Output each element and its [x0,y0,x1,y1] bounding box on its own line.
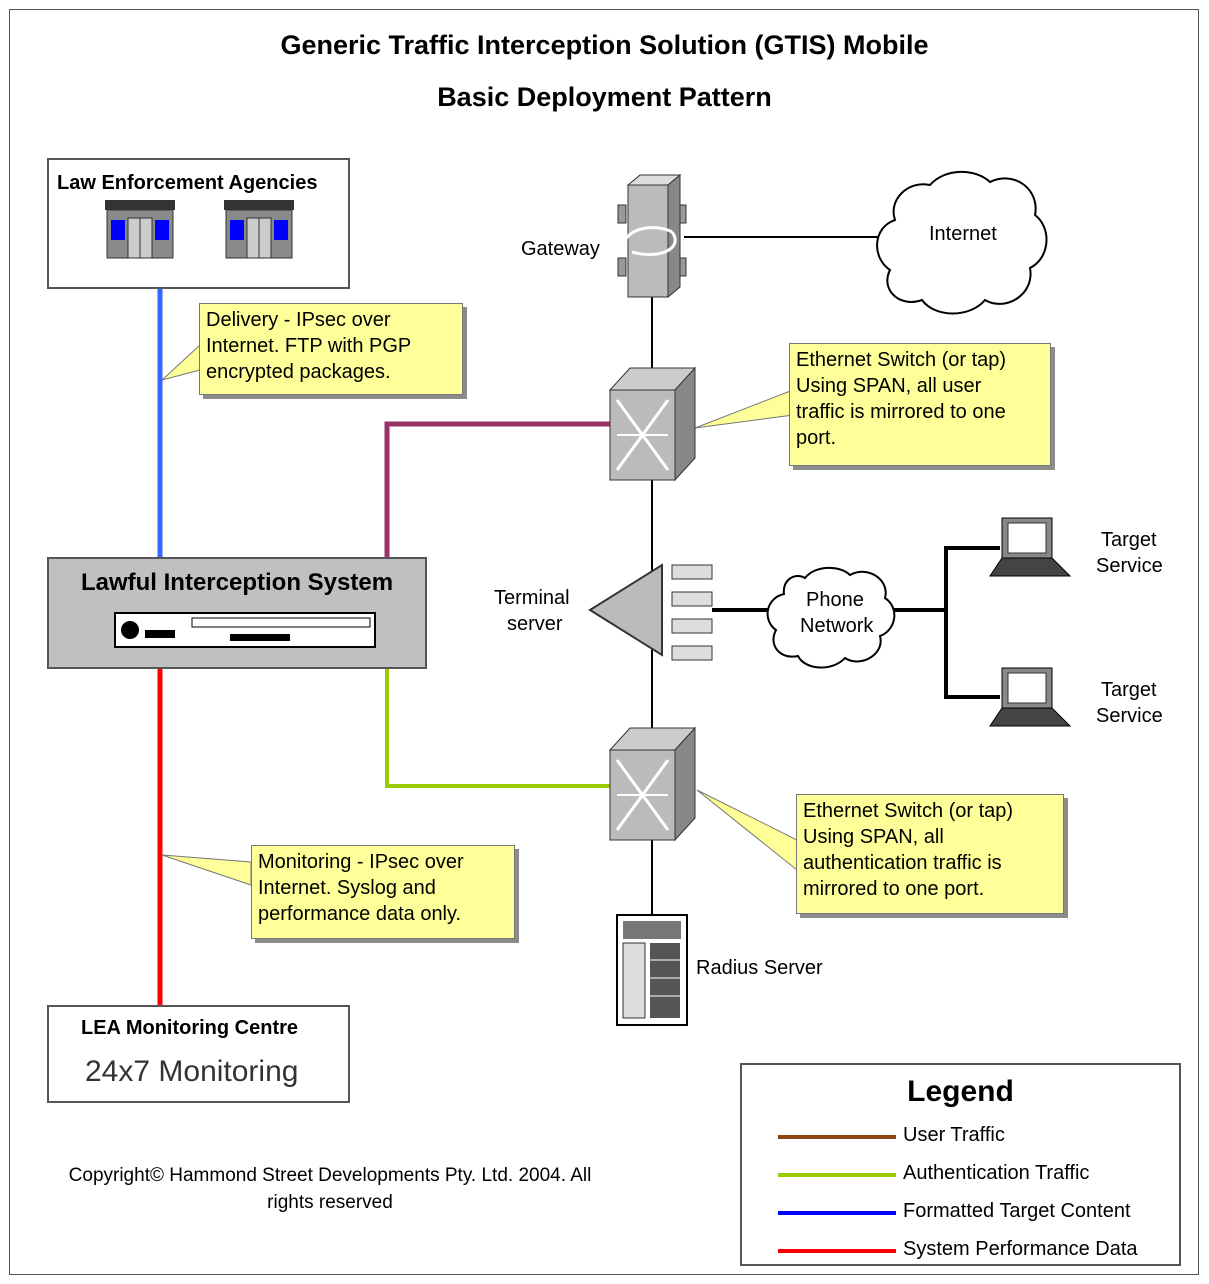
auth-traffic-link [385,669,610,788]
copyright-notice: Copyright© Hammond Street Developments P… [30,1162,630,1216]
switch-bottom-callout-pointer [696,789,798,872]
legend-label-user-traffic: User Traffic [903,1124,1005,1146]
target-service-2-label-2: Service [1096,705,1163,727]
legend-swatch-performance-data [778,1249,896,1253]
legend-label-auth-traffic: Authentication Traffic [903,1162,1090,1184]
laptop-icon [989,517,1072,577]
callout-line: Using SPAN, all user [796,375,982,397]
target-service-1-label-1: Target [1101,529,1157,551]
target-service-1-label-2: Service [1096,555,1163,577]
internet-label: Internet [929,223,997,245]
phone-targets-link [893,546,1000,612]
monitoring-centre-box: LEA Monitoring Centre 24x7 Monitoring [47,1005,350,1103]
delivery-callout-pointer [161,343,201,381]
legend-swatch-user-traffic [778,1135,896,1139]
legend-swatch-auth-traffic [778,1173,896,1177]
callout-line: performance data only. [258,903,462,925]
terminal-server-label-2: server [507,613,563,635]
radius-server-icon [616,914,688,1026]
legend-label-performance-data: System Performance Data [903,1238,1138,1260]
delivery-callout: Delivery - IPsec over Internet. FTP with… [199,303,463,395]
monitoring-centre-subtitle: 24x7 Monitoring [85,1055,299,1088]
monitoring-centre-title: LEA Monitoring Centre [81,1017,299,1039]
terminal-server-label-1: Terminal [494,587,570,609]
callout-line: mirrored to one port. [803,878,985,900]
monitoring-callout-pointer [161,854,252,886]
callout-line: Internet. FTP with PGP [206,335,412,357]
internet-cloud-icon [876,170,1048,315]
phone-network-cloud-icon [766,566,896,669]
diagram-frame [9,9,1199,1275]
phone-target2-link [944,610,1000,699]
phone-network-label-2: Network [800,615,874,637]
callout-line: encrypted packages. [206,361,391,383]
lea-label: Law Enforcement Agencies [57,172,318,194]
terminal-server-icon [588,563,713,661]
laptop-icon [989,667,1072,727]
copyright-line: Copyright© Hammond Street Developments P… [68,1165,592,1186]
legend: Legend User Traffic Authentication Traff… [740,1063,1181,1266]
copyright-line: rights reserved [267,1192,393,1213]
callout-line: port. [796,427,837,449]
diagram-subtitle: Basic Deployment Pattern [437,82,772,112]
callout-line: Delivery - IPsec over [206,309,391,331]
lis-label: Lawful Interception System [80,569,394,596]
callout-line: authentication traffic is [803,852,1002,874]
gateway-label: Gateway [521,238,600,260]
callout-line: Using SPAN, all [803,826,944,848]
gateway-icon [617,173,687,299]
radius-server-label: Radius Server [696,957,823,979]
callout-line: Monitoring - IPsec over [258,851,464,873]
diagram-title: Generic Traffic Interception Solution (G… [280,30,929,60]
switch-icon [608,726,697,842]
callout-line: Ethernet Switch (or tap) [796,349,1007,371]
switch-top-callout-pointer [694,389,794,429]
switch-top-callout: Ethernet Switch (or tap) Using SPAN, all… [789,343,1051,466]
monitoring-callout: Monitoring - IPsec over Internet. Syslog… [251,845,515,939]
callout-line: traffic is mirrored to one [796,401,1006,423]
switch-bottom-callout: Ethernet Switch (or tap) Using SPAN, all… [796,794,1064,914]
user-traffic-link [384,421,610,557]
legend-label-target-content: Formatted Target Content [903,1200,1131,1222]
callout-line: Internet. Syslog and [258,877,436,899]
lis-box: Lawful Interception System [47,557,427,669]
phone-network-label-1: Phone [806,589,864,611]
switch-icon [608,366,697,482]
target-service-2-label-1: Target [1101,679,1157,701]
lea-box: Law Enforcement Agencies [47,158,350,289]
callout-line: Ethernet Switch (or tap) [803,800,1014,822]
legend-title: Legend [907,1075,1014,1108]
legend-swatch-target-content [778,1211,896,1215]
